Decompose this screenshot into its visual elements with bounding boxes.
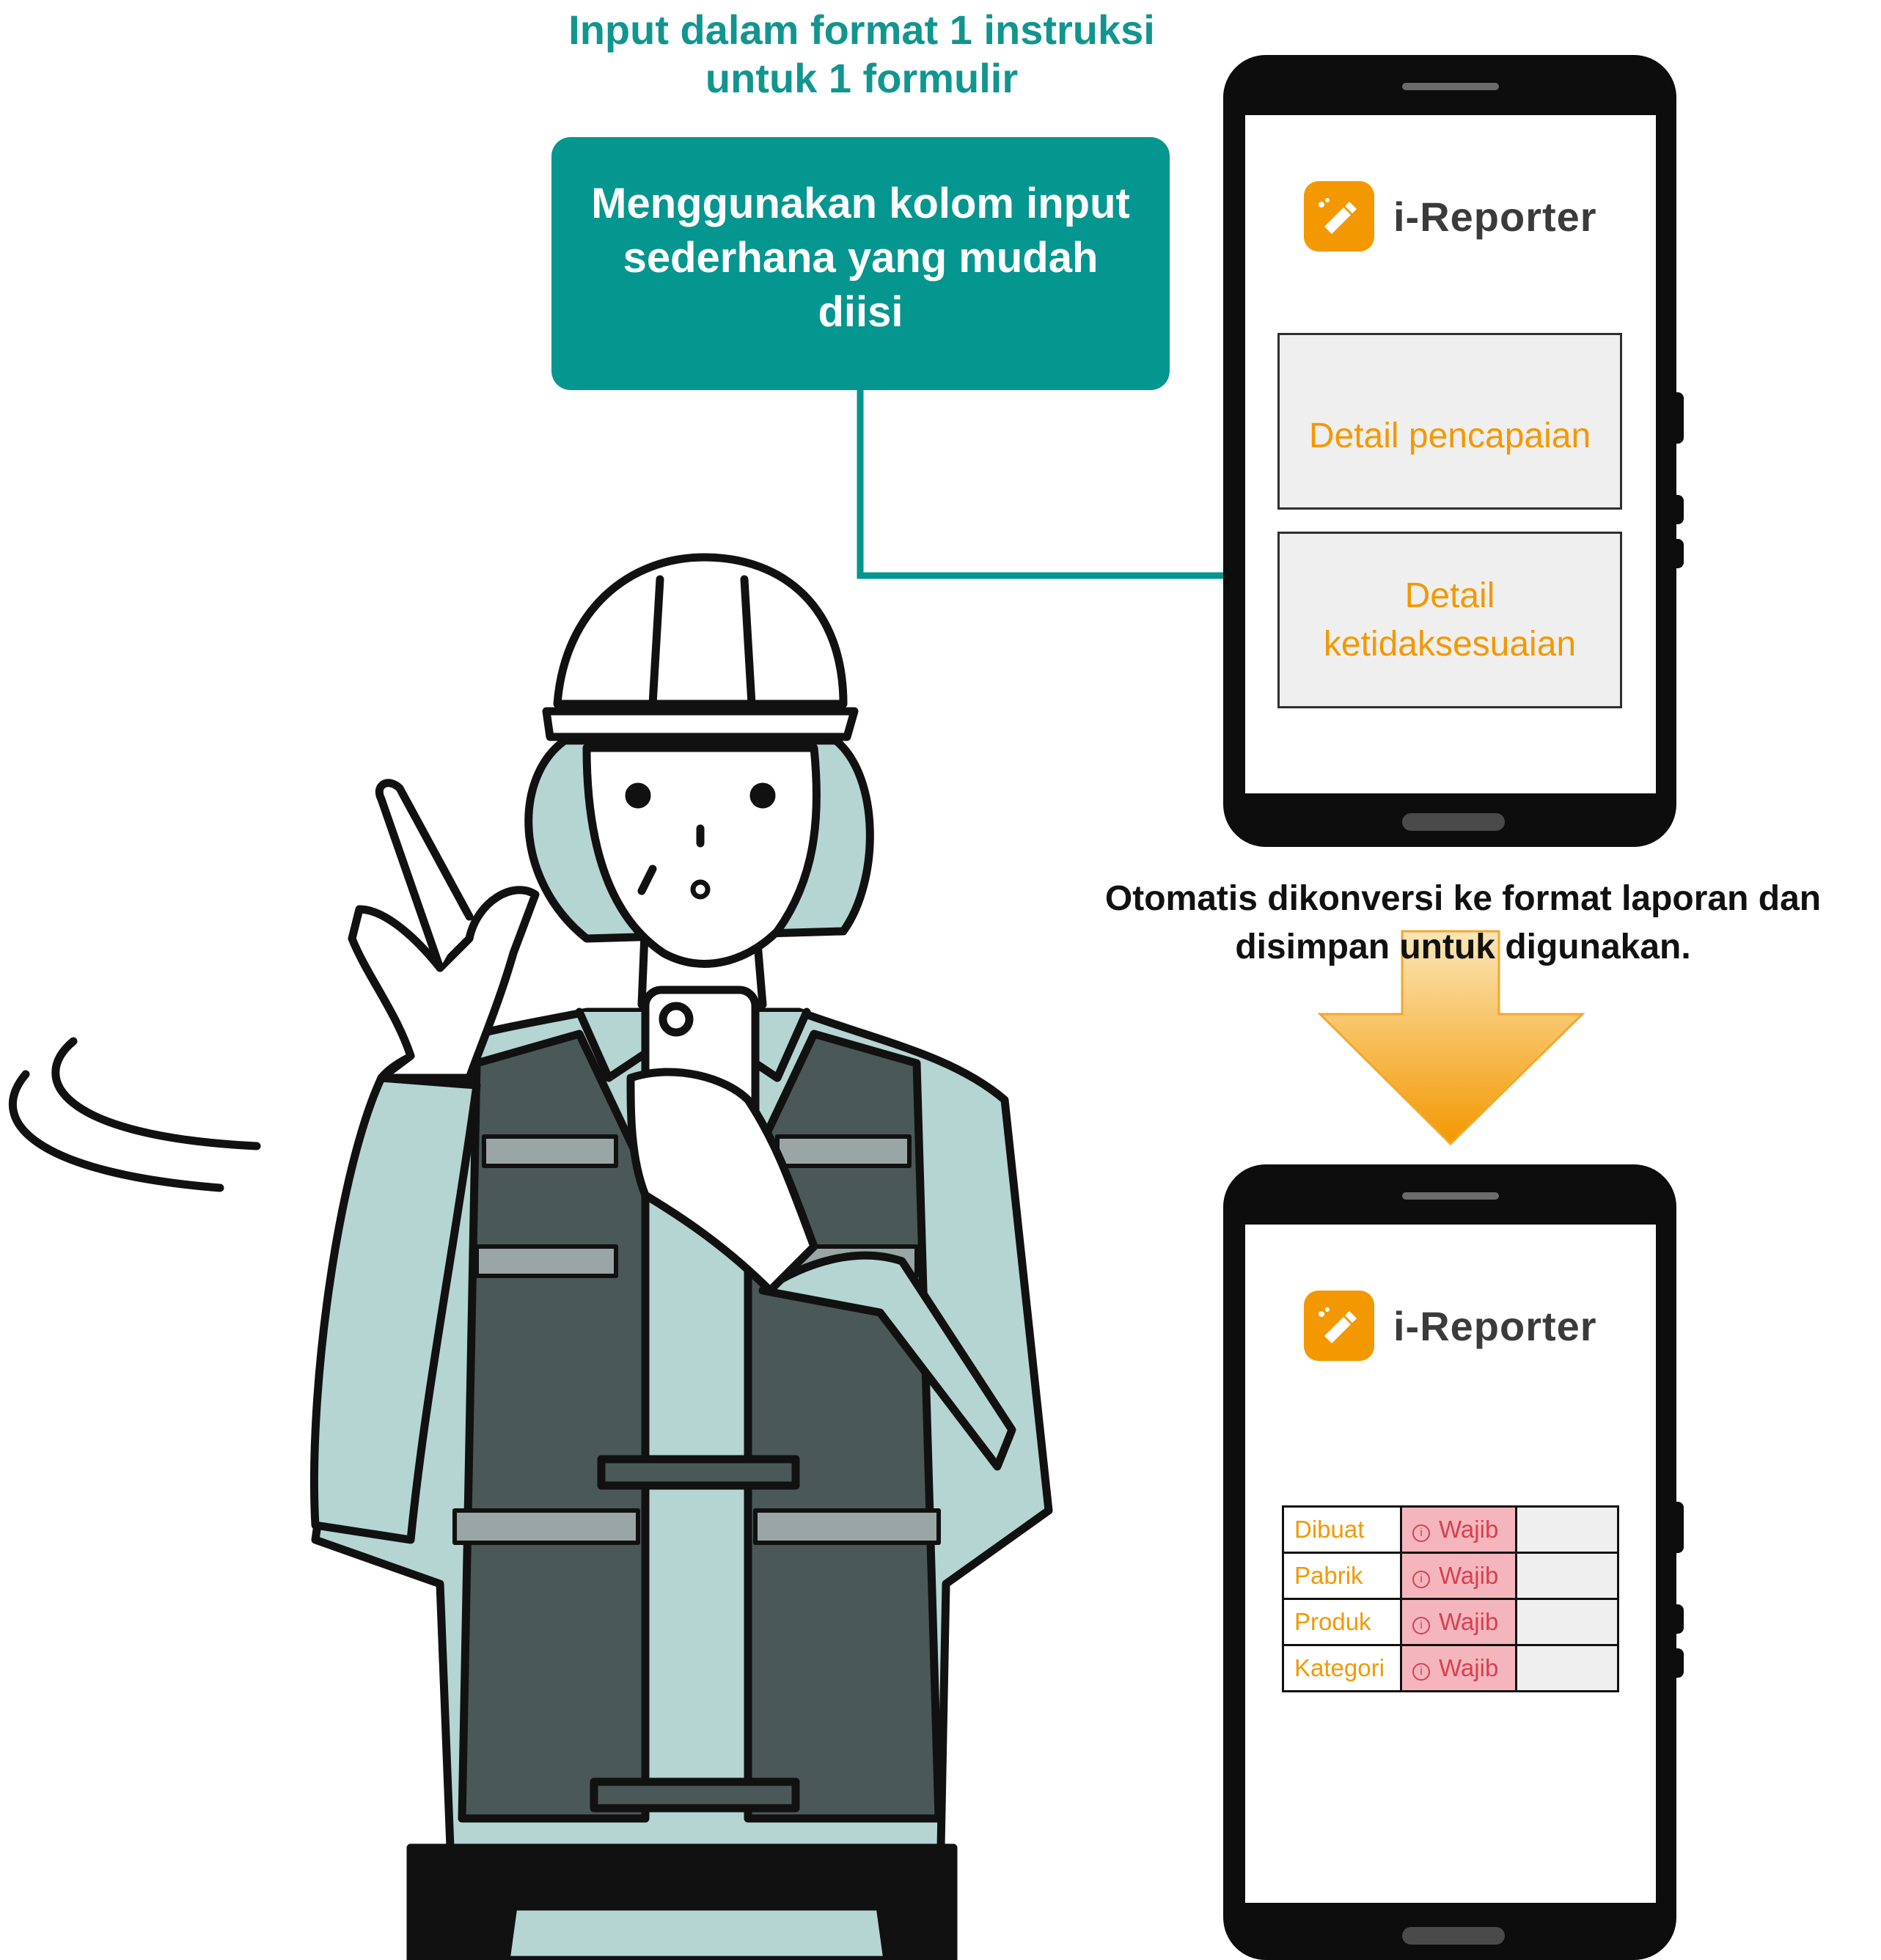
table-row: Kategori i Wajib [1282,1644,1619,1692]
phone-top-screen: i-Reporter Detail pencapaian Detail keti… [1245,115,1656,793]
required-label: Wajib [1439,1516,1499,1543]
table-row: Pabrik i Wajib [1282,1552,1619,1600]
phone-side-button [1676,392,1684,444]
value-cell[interactable] [1515,1552,1619,1600]
value-cell[interactable] [1515,1644,1619,1692]
value-cell[interactable] [1515,1598,1619,1646]
required-cell[interactable]: i Wajib [1400,1505,1517,1554]
app-name: i-Reporter [1393,193,1597,240]
phone-side-button [1676,539,1684,568]
motion-lines-icon [9,1037,261,1192]
table-row: Produk i Wajib [1282,1598,1619,1646]
conversion-caption: Otomatis dikonversi ke format laporan da… [1104,879,1822,966]
phone-top: i-Reporter Detail pencapaian Detail keti… [1223,55,1684,847]
worker-figure [309,553,1053,1960]
phone-speaker [1402,1192,1499,1200]
table-row: Dibuat i Wajib [1282,1505,1619,1554]
connector-line [857,390,1232,579]
field-detail-ketidaksesuaian[interactable]: Detail ketidaksesuaian [1277,532,1622,708]
phone-side-button [1676,495,1684,524]
app-header: i-Reporter [1304,181,1597,252]
app-header: i-Reporter [1304,1291,1597,1361]
required-label: Wajib [1439,1562,1499,1589]
value-cell[interactable] [1515,1505,1619,1554]
phone-home-button [1402,813,1505,831]
row-label: Kategori [1282,1644,1402,1692]
required-label: Wajib [1439,1608,1499,1635]
row-label: Pabrik [1282,1552,1402,1600]
callout-text: Menggunakan kolom input sederhana yang m… [591,180,1130,336]
field-label: Detail pencapaian [1308,416,1591,455]
info-icon: i [1412,1663,1430,1681]
phone-side-button [1676,1502,1684,1553]
required-cell[interactable]: i Wajib [1400,1598,1517,1646]
field-detail-pencapaian[interactable]: Detail pencapaian [1277,333,1622,510]
info-icon: i [1412,1571,1430,1588]
row-label: Produk [1282,1598,1402,1646]
callout-box: Menggunakan kolom input sederhana yang m… [551,137,1170,390]
phone-speaker [1402,83,1499,90]
info-icon: i [1412,1617,1430,1634]
required-cell[interactable]: i Wajib [1400,1644,1517,1692]
heading: Input dalam format 1 instruksi untuk 1 f… [568,7,1155,101]
required-label: Wajib [1439,1654,1499,1681]
phone-home-button [1402,1927,1505,1945]
field-label: Detail ketidaksesuaian [1323,576,1577,664]
required-cell[interactable]: i Wajib [1400,1552,1517,1600]
info-icon: i [1412,1524,1430,1542]
app-name: i-Reporter [1393,1302,1597,1349]
phone-side-button [1676,1648,1684,1678]
i-reporter-logo-icon [1304,1291,1374,1361]
phone-side-button [1676,1604,1684,1634]
row-label: Dibuat [1282,1505,1402,1554]
i-reporter-logo-icon [1304,181,1374,252]
down-arrow-icon [1317,930,1585,1146]
